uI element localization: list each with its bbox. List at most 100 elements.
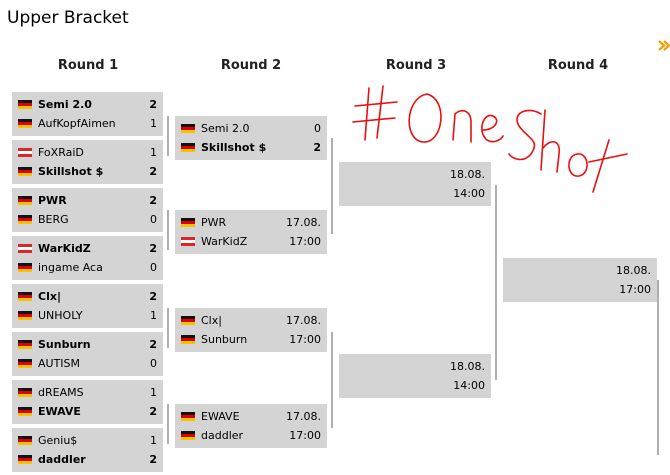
team-name[interactable]: Semi 2.0 <box>201 122 250 135</box>
team-name[interactable]: Semi 2.0 <box>38 98 92 111</box>
germany-flag-icon <box>181 412 195 421</box>
match-date-row: 18.08. <box>345 357 485 376</box>
bracket-connector <box>167 210 169 250</box>
bracket-connector <box>167 308 169 348</box>
team-name[interactable]: UNHOLY <box>38 309 83 322</box>
match-schedule: 17.08. <box>286 314 321 327</box>
team-name[interactable]: Skillshot $ <box>38 165 104 178</box>
match-schedule: 17.08. <box>286 216 321 229</box>
team-row[interactable]: FoXRaiD 1 <box>18 143 157 162</box>
team-name[interactable]: dREAMS <box>38 386 84 399</box>
double-chevron-right-icon[interactable] <box>658 40 670 51</box>
team-name[interactable]: Geniu$ <box>38 434 78 447</box>
team-name[interactable]: Clx| <box>201 314 222 327</box>
team-row[interactable]: AufKopfAimen 1 <box>18 114 157 133</box>
germany-flag-icon <box>181 431 195 440</box>
team-row[interactable]: Skillshot $ 2 <box>181 138 321 157</box>
team-name[interactable]: PWR <box>201 216 227 229</box>
team-score: 0 <box>150 213 157 226</box>
match-time: 14:00 <box>453 379 485 392</box>
team-row[interactable]: Geniu$1 <box>18 431 157 450</box>
team-name[interactable]: daddler <box>201 429 244 442</box>
team-name[interactable]: Clx| <box>38 290 61 303</box>
germany-flag-icon <box>18 196 32 205</box>
team-row[interactable]: AUTISM 0 <box>18 354 157 373</box>
team-score: 2 <box>149 165 157 178</box>
team-row[interactable]: BERG 0 <box>18 210 157 229</box>
team-row[interactable]: EWAVE 17.08. <box>181 407 321 426</box>
team-name[interactable]: BERG <box>38 213 69 226</box>
oneshot-scribble-overlay <box>352 85 628 193</box>
team-row[interactable]: Skillshot $ 2 <box>18 162 157 181</box>
team-name[interactable]: AufKopfAimen <box>38 117 116 130</box>
team-name[interactable]: Sunburn <box>201 333 248 346</box>
match-date-row: 18.08. <box>345 165 485 184</box>
team-name[interactable]: WarKidZ <box>201 235 248 248</box>
match-card[interactable]: 18.08. 14:00 <box>339 162 491 208</box>
team-score: 1 <box>150 117 157 130</box>
team-name[interactable]: EWAVE <box>201 410 240 423</box>
team-name[interactable]: ingame Aca <box>38 261 103 274</box>
team-name[interactable]: WarKidZ <box>38 242 91 255</box>
bracket-connector <box>331 332 333 428</box>
match-card[interactable]: 18.08. 14:00 <box>339 354 491 400</box>
team-score: 1 <box>150 146 157 159</box>
team-name[interactable]: daddler <box>38 453 86 466</box>
team-name[interactable]: Skillshot $ <box>201 141 267 154</box>
match-card[interactable]: Geniu$1 daddler 2 <box>12 428 163 474</box>
team-row[interactable]: daddler 17:00 <box>181 426 321 445</box>
team-row[interactable]: ingame Aca 0 <box>18 258 157 277</box>
round-3-header: Round 3 <box>385 58 447 73</box>
germany-flag-icon <box>18 167 32 176</box>
germany-flag-icon <box>18 119 32 128</box>
team-name[interactable]: EWAVE <box>38 405 81 418</box>
match-schedule: 17.08. <box>286 410 321 423</box>
team-name[interactable]: Sunburn <box>38 338 91 351</box>
match-card[interactable]: EWAVE 17.08. daddler 17:00 <box>175 404 327 450</box>
match-time-row: 14:00 <box>345 184 485 203</box>
match-time: 14:00 <box>453 187 485 200</box>
team-score: 2 <box>149 453 157 466</box>
germany-flag-icon <box>18 388 32 397</box>
team-row[interactable]: Clx| 17.08. <box>181 311 321 330</box>
team-name[interactable]: PWR <box>38 194 67 207</box>
team-row[interactable]: daddler 2 <box>18 450 157 469</box>
match-time-row: 14:00 <box>345 376 485 395</box>
germany-flag-icon <box>18 100 32 109</box>
team-row[interactable]: Clx|2 <box>18 287 157 306</box>
match-schedule: 17:00 <box>289 429 321 442</box>
match-card[interactable]: 18.08. 17:00 <box>503 258 657 304</box>
team-score: 0 <box>150 261 157 274</box>
team-score: 0 <box>150 357 157 370</box>
germany-flag-icon <box>181 335 195 344</box>
germany-flag-icon <box>18 263 32 272</box>
austria-flag-icon <box>181 237 195 246</box>
germany-flag-icon <box>181 124 195 133</box>
team-name[interactable]: AUTISM <box>38 357 81 370</box>
team-row[interactable]: PWR 17.08. <box>181 213 321 232</box>
germany-flag-icon <box>181 316 195 325</box>
match-schedule: 2 <box>313 141 321 154</box>
match-date-row: 18.08. <box>509 261 651 280</box>
team-name[interactable]: FoXRaiD <box>38 146 84 159</box>
